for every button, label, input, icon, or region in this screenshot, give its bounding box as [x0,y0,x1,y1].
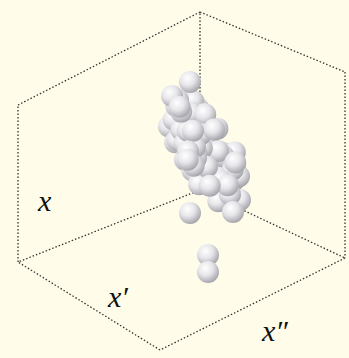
cube-edge [18,262,160,350]
cube-edges [18,12,345,350]
axis-label: x′ [108,282,128,312]
sphere [199,175,221,197]
axis-label: x″ [262,316,288,346]
sphere [179,71,201,93]
sphere [222,201,244,223]
sphere [179,202,201,224]
sphere [169,96,191,118]
sphere [177,149,199,171]
cube-edge [344,72,345,258]
sphere [224,151,246,173]
cube-edge [160,258,345,350]
sphere [203,118,225,140]
sphere [182,120,204,142]
cube-edge [17,105,18,262]
cube-edge [200,12,345,72]
axis-label: x [38,186,51,216]
sphere-cluster [158,71,251,283]
sphere [197,261,219,283]
